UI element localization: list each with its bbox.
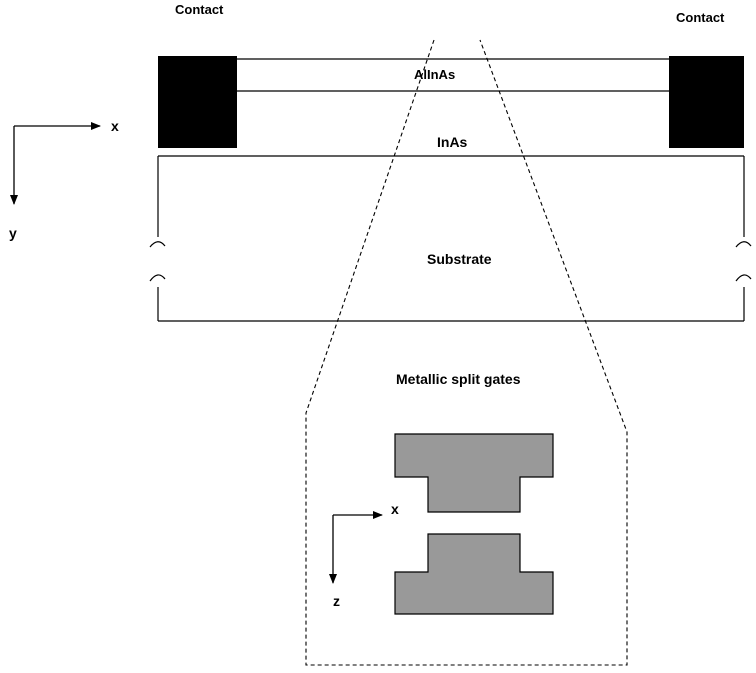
break-mark-right-lower: [735, 274, 752, 282]
inas-label: InAs: [437, 134, 468, 150]
inset-x-axis-label: x: [391, 501, 399, 517]
main-x-axis-label: x: [111, 118, 119, 134]
layer-lines: [158, 58, 744, 322]
inset-z-axis-label: z: [333, 593, 340, 609]
substrate-label: Substrate: [427, 251, 492, 267]
split-gates-title: Metallic split gates: [396, 371, 521, 387]
contact-left-pad: [158, 56, 237, 148]
break-mark-left-upper: [149, 241, 166, 248]
contact-right-label: Contact: [676, 10, 725, 25]
lower-split-gate: [394, 533, 554, 615]
contact-left-label: Contact: [175, 2, 224, 17]
main-axes: [10, 122, 101, 205]
inset-axes: [329, 511, 383, 584]
allnas-label: AlInAs: [414, 67, 455, 82]
zoom-inset-outline: [305, 39, 628, 666]
main-y-axis-label: y: [9, 225, 17, 241]
break-mark-right-upper: [735, 241, 752, 248]
upper-split-gate: [394, 433, 554, 513]
substrate-sides: [149, 156, 752, 321]
break-mark-left-lower: [149, 274, 166, 282]
contact-right-pad: [669, 56, 744, 148]
